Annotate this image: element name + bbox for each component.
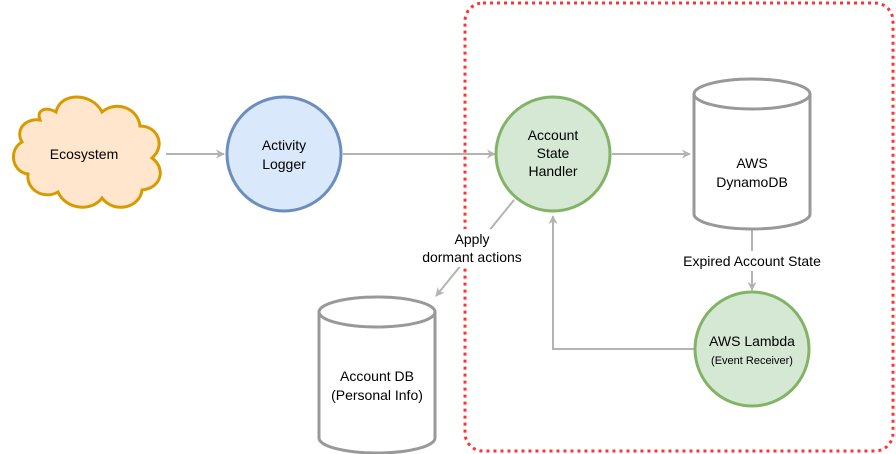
account-db-node: Account DB (Personal Info) — [317, 295, 437, 454]
apply-dormant-actions-label-bg — [412, 229, 532, 267]
activity-logger-label-1: Activity — [262, 137, 306, 153]
aws-dynamodb-label-1: AWS — [736, 155, 767, 171]
ecosystem-cloud: Ecosystem — [12, 95, 162, 209]
aws-dynamodb-node: AWS DynamoDB — [692, 77, 812, 231]
account-db-label-2: (Personal Info) — [331, 387, 423, 403]
ecosystem-label: Ecosystem — [50, 146, 118, 162]
aws-dynamodb-label-2: DynamoDB — [716, 174, 788, 190]
account-state-handler-node: Account State Handler — [494, 95, 612, 213]
aws-boundary — [463, 1, 895, 453]
expired-account-state-label-bg — [668, 251, 836, 271]
account-state-handler-label-3: Handler — [528, 163, 577, 179]
aws-lambda-node: AWS Lambda (Event Receiver) — [693, 290, 811, 408]
apply-dormant-actions-label-2: dormant actions — [422, 249, 522, 265]
aws-lambda-label-2: (Event Receiver) — [711, 355, 793, 367]
edge-lambda-to-handler — [548, 215, 694, 350]
activity-logger-node: Activity Logger — [225, 95, 343, 213]
account-state-handler-label-1: Account — [528, 127, 579, 143]
account-state-handler-label-2: State — [537, 145, 570, 161]
activity-logger-label-2: Logger — [262, 156, 306, 172]
apply-dormant-actions-label-1: Apply — [454, 231, 489, 247]
aws-lambda-label-1: AWS Lambda — [709, 333, 795, 349]
expired-account-state-label: Expired Account State — [683, 253, 821, 269]
account-db-label-1: Account DB — [340, 368, 414, 384]
